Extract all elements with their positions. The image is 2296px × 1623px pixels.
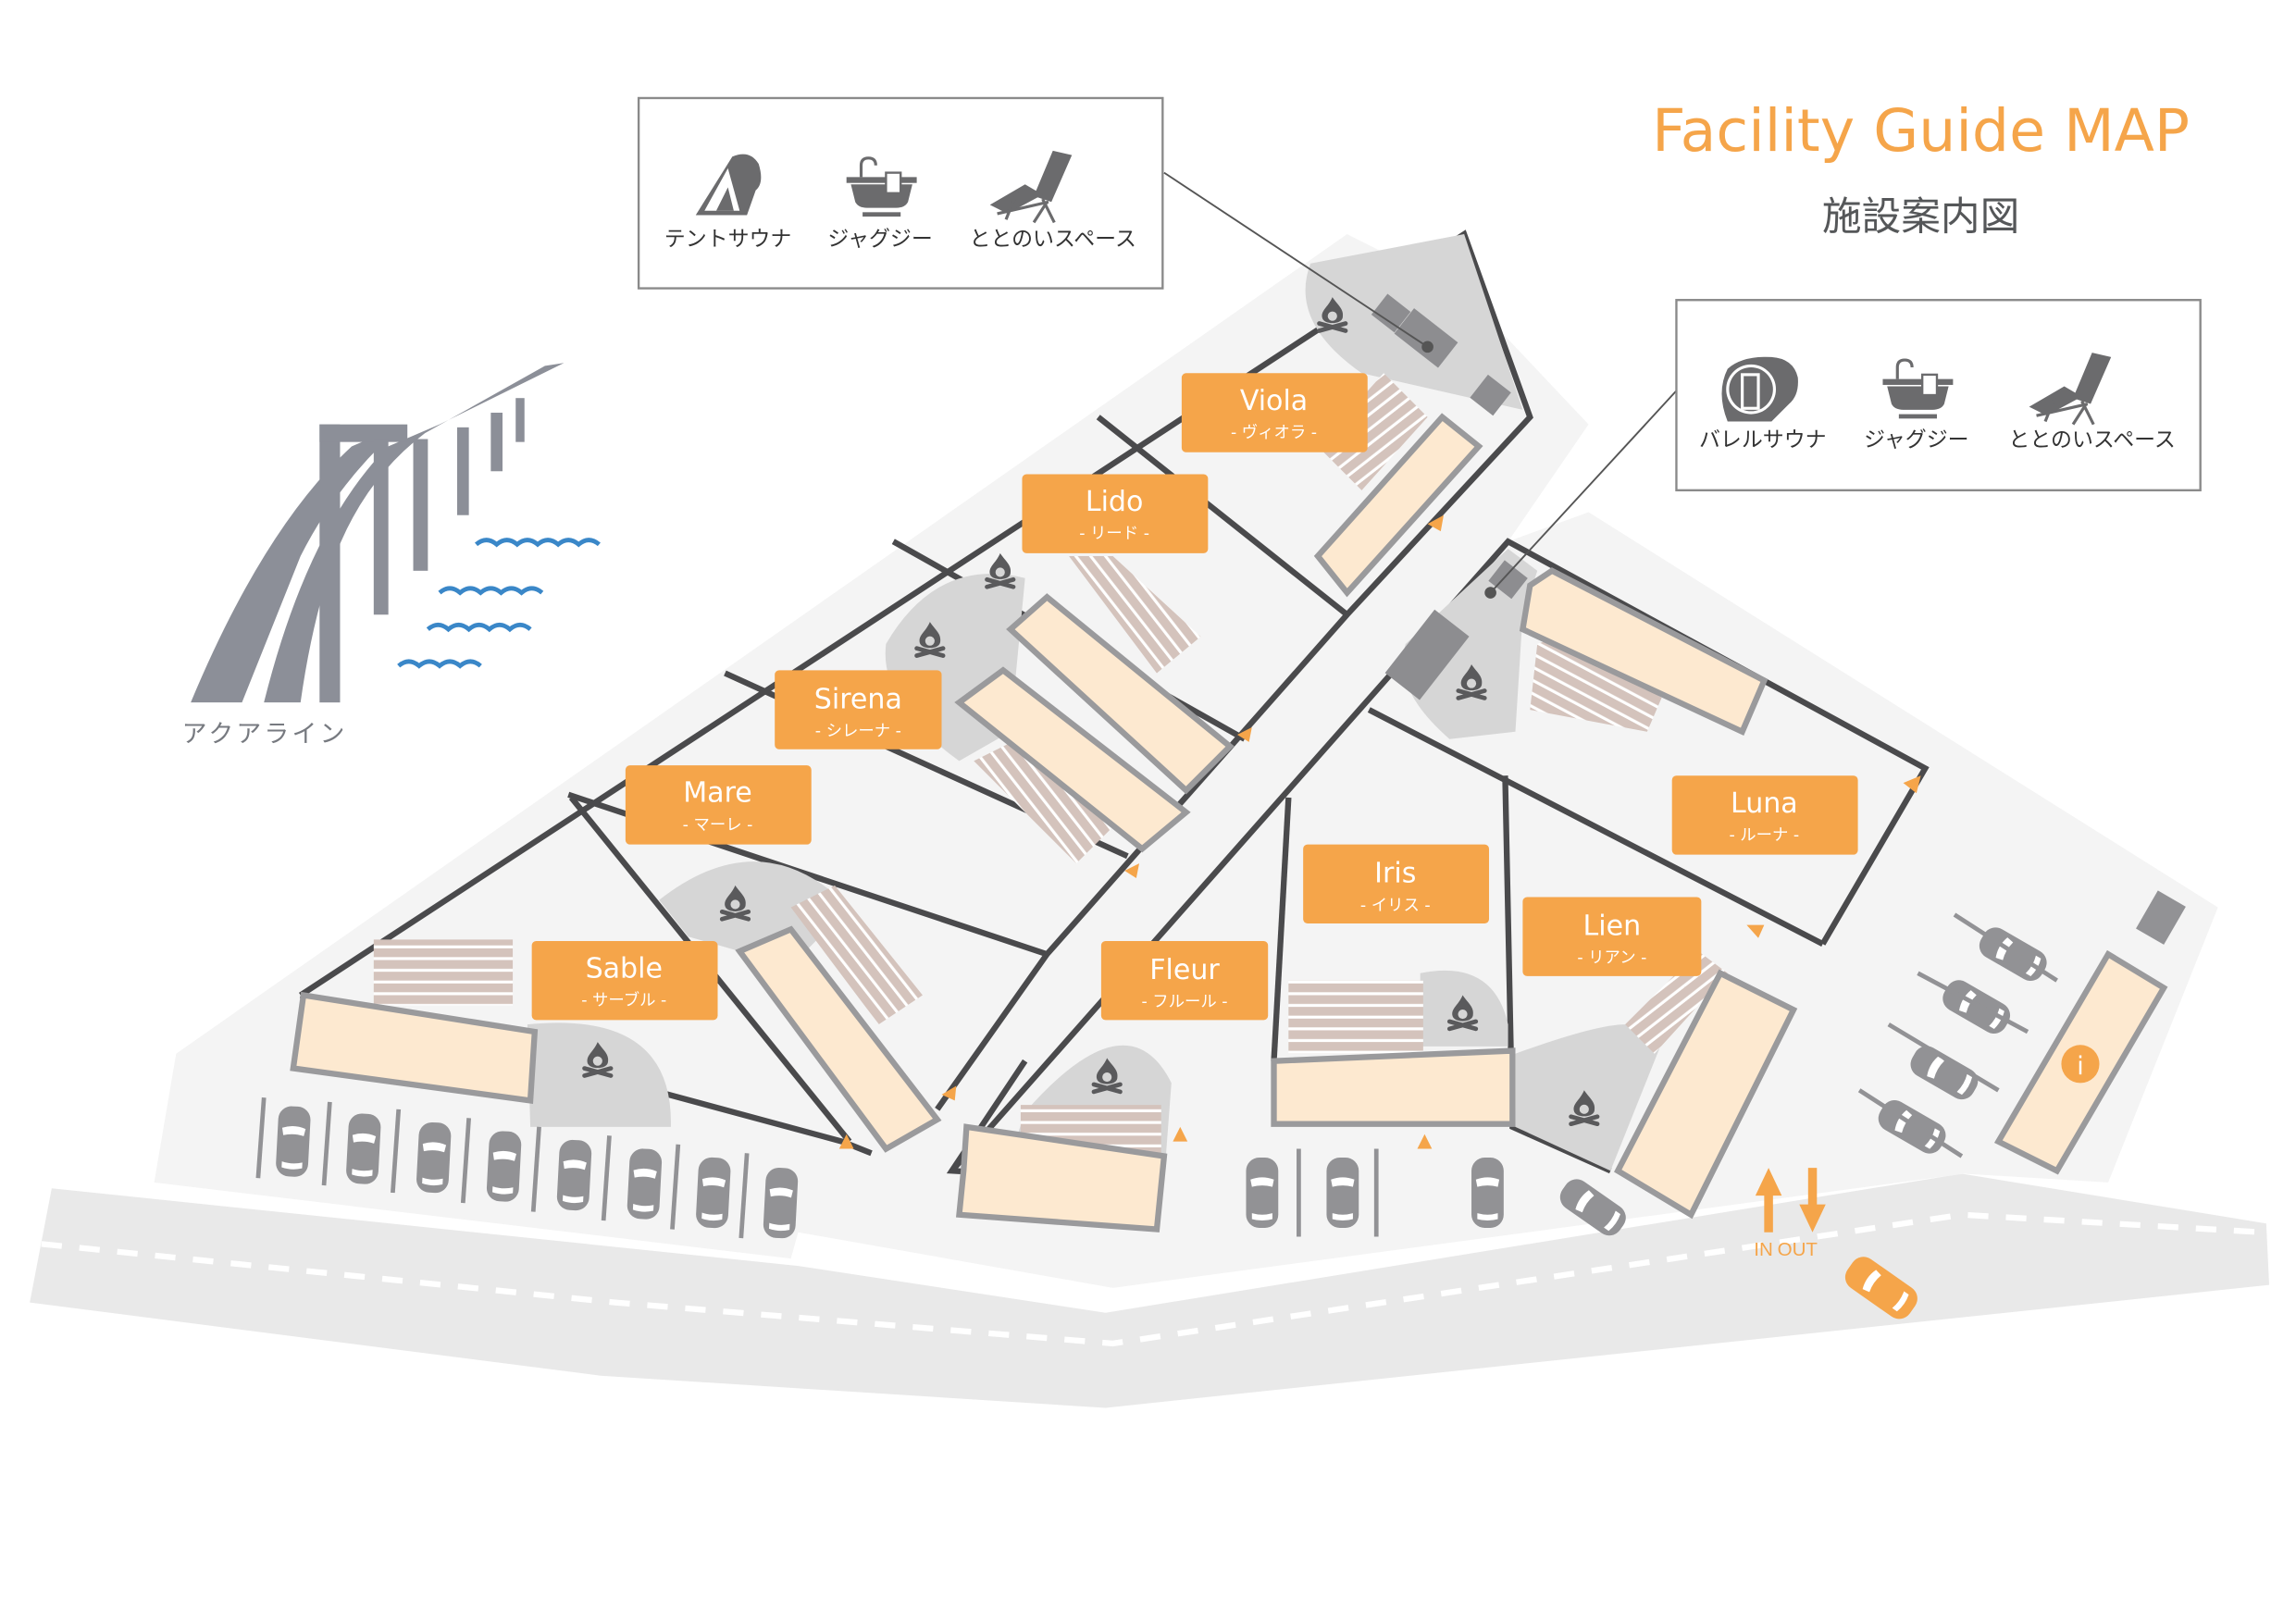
villa-label-iris[interactable]: Iris - イリス - [1303,844,1490,923]
villa-name: Sirena [814,683,902,715]
info-marker[interactable]: i [2061,1045,2100,1084]
page-header: Facility Guide MAP 施設案内図 [1652,96,2190,240]
legend-leader-dot [1484,587,1496,599]
road [30,1173,2270,1408]
villa-kana: - マーレ - [683,816,753,835]
lounge-chair-icon [989,150,1073,224]
villa-name: Iris [1374,858,1416,890]
villa-kana: - サーブル - [581,991,666,1010]
villa-kana: - イリス - [1360,897,1431,915]
parked-car-icon [1326,1158,1359,1228]
parked-car-icon [627,1147,663,1220]
legend-leader-line [1163,171,1429,348]
info-glyph: i [2077,1052,2083,1081]
out-label: OUT [1778,1239,1818,1260]
villa-name: Mare [683,777,752,810]
buildings [290,413,2168,1233]
parked-car-icon [556,1139,592,1211]
villa-name: Sable [586,953,663,985]
villa-kana: - シレーナ - [815,723,901,741]
entrance-arrows: IN OUT [1754,1168,1826,1260]
legend-box-barrel-sauna: バレルサウナ ジャグジー ととのいスペース [1675,299,2202,492]
page-title: Facility Guide MAP [1652,96,2190,165]
decks [373,373,1728,1164]
villa-name: Viola [1240,385,1308,417]
info-icon[interactable] [2061,1045,2100,1084]
water-waves-icon [397,538,601,669]
jacuzzi-icon [846,156,917,217]
page-subtitle: 施設案内図 [1822,193,2019,240]
legend-leader-line [1489,390,1678,594]
villa-kana: - ヴィオラ - [1231,424,1317,442]
villa-label-luna[interactable]: Luna - ルーナ - [1671,775,1858,855]
jacuzzi-icon [1882,358,1954,419]
parked-car-icon [1471,1158,1504,1228]
aqua-line-landmark: アクアライン [182,363,601,749]
parked-car-icon [486,1130,522,1203]
legend-label: ととのいスペース [2008,427,2175,452]
parked-car-icon [763,1167,799,1239]
villa-label-lido[interactable]: Lido - リード - [1022,474,1209,553]
parked-car-icon [695,1157,732,1229]
villa-label-viola[interactable]: Viola - ヴィオラ - [1181,373,1368,452]
legend-box-tent-sauna: テントサウナ ジャグジー ととのいスペース [637,96,1164,290]
lounge-chair-icon [2029,353,2112,426]
legend-label: ととのいスペース [969,228,1136,252]
legend-label: テントサウナ [664,228,792,252]
parked-car-icon [416,1121,453,1194]
villa-label-mare[interactable]: Mare - マーレ - [625,765,812,845]
parked-car-icon [345,1112,382,1185]
legend-label: ジャグジー [1864,427,1968,452]
bridge-icon [191,363,565,703]
landmark-label: アクアライン [182,720,348,749]
entry-markers [838,514,1921,1149]
tent-sauna-icon [695,154,762,216]
villa-name: Fleur [1149,954,1220,986]
parked-car-icon [1246,1158,1279,1228]
arrow-up-icon [1755,1168,1782,1233]
villa-kana: - リード - [1079,525,1149,543]
parked-car-icon [275,1105,312,1178]
villa-label-lien[interactable]: Lien - リアン - [1522,897,1702,976]
villa-label-fleur[interactable]: Fleur - フルール - [1100,940,1269,1021]
villa-labels: Viola - ヴィオラ - Lido - リード - Sirena - シレー… [531,373,1858,1021]
villa-kana: - リアン - [1577,949,1646,968]
arrow-down-icon [1799,1168,1826,1233]
villa-name: Lien [1583,911,1642,943]
villa-name: Luna [1731,787,1798,820]
barrel-sauna-icon [1721,356,1798,422]
villa-kana: - フルール - [1141,993,1227,1011]
legend-leader-dot [1421,341,1433,353]
villa-label-sirena[interactable]: Sirena - シレーナ - [775,670,942,750]
parking-lot [255,912,2058,1241]
legend-label: バレルサウナ [1699,427,1827,452]
visitor-car-icon [1844,1257,1917,1319]
villa-label-sable[interactable]: Sable - サーブル - [531,940,718,1021]
legend-label: ジャグジー [827,228,932,252]
villa-name: Lido [1086,486,1144,518]
in-label: IN [1754,1239,1773,1260]
villa-kana: - ルーナ - [1729,826,1799,845]
sauna-blocks [1371,293,2186,945]
